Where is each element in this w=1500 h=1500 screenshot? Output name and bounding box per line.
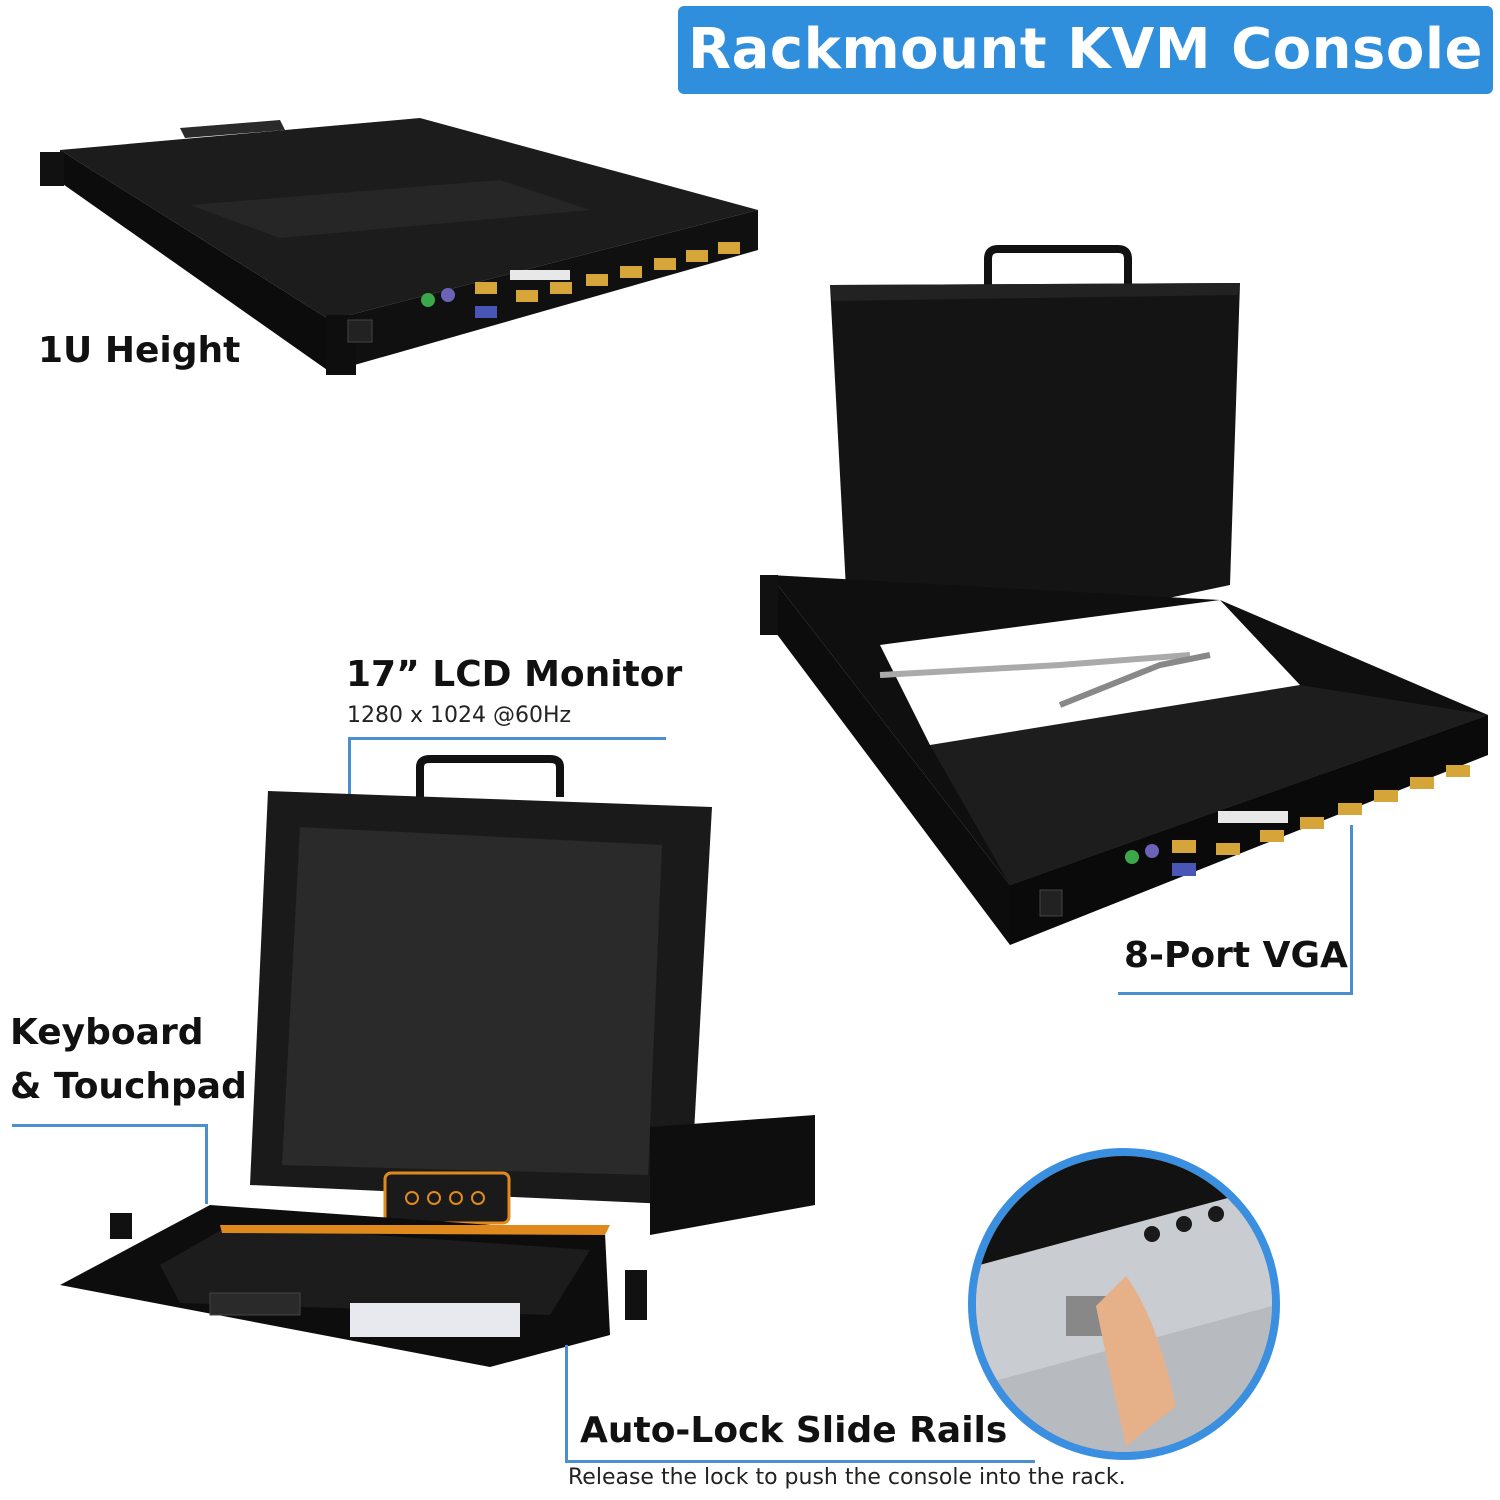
- ports-callout-line: [1350, 825, 1353, 995]
- keyboard-label-line1: Keyboard: [10, 1012, 204, 1053]
- rails-callout-line: [565, 1345, 568, 1463]
- height-label: 1U Height: [38, 330, 241, 371]
- keyboard-callout-line: [205, 1124, 208, 1204]
- keyboard-underline: [12, 1124, 208, 1127]
- monitor-spec: 1280 x 1024 @60Hz: [347, 703, 572, 728]
- rails-underline: [565, 1460, 1035, 1463]
- slide-rail-zoom-image: [968, 1148, 1280, 1460]
- monitor-label: 17” LCD Monitor: [346, 654, 683, 695]
- page-title: Rackmount KVM Console: [687, 17, 1484, 82]
- rails-label: Auto-Lock Slide Rails: [580, 1410, 1008, 1451]
- open-console-image: [760, 245, 1488, 945]
- monitor-underline: [348, 737, 666, 740]
- ports-label: 8-Port VGA: [1124, 935, 1348, 976]
- keyboard-label-line2: & Touchpad: [10, 1066, 247, 1107]
- rails-caption: Release the lock to push the console int…: [568, 1465, 1126, 1490]
- ports-underline: [1118, 992, 1353, 995]
- closed-console-image: [40, 118, 758, 375]
- title-banner: [678, 6, 1493, 94]
- lcd-console-image: [60, 755, 815, 1367]
